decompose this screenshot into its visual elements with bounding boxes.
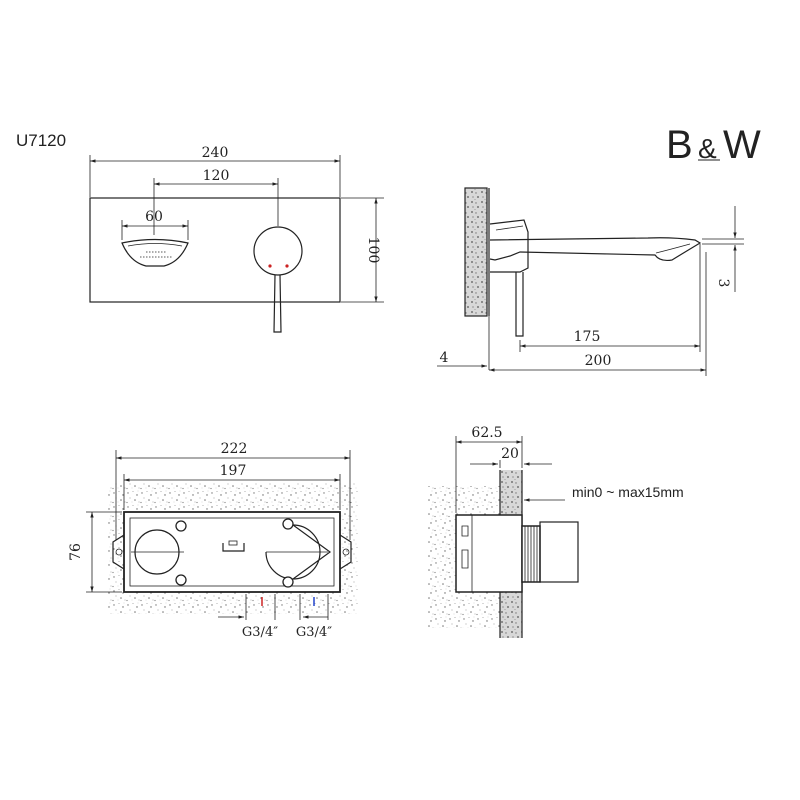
dim-spout-step: 3 [715,279,731,288]
wall-section [464,187,488,317]
screw-hole [175,520,187,532]
inlet-thread-right: G3/4″ [296,625,332,640]
wall-plate [89,197,341,303]
screw-hole [282,518,294,530]
valve-port [265,524,332,580]
tile-thickness-note: min0 ~ max15mm [572,484,684,500]
mixer-handle [253,226,303,333]
brand-letter-b: B [666,123,693,167]
dim-wall-gap: 4 [440,350,449,366]
dim-spout-width: 60 [145,209,163,225]
dim-box-depth: 62.5 [471,425,502,441]
screw-hole [175,574,187,586]
dim-box-inner-length: 197 [220,463,247,479]
dim-box-height: 76 [68,543,84,561]
spout-profile [489,237,702,262]
right-mounting-lug [339,534,352,570]
dim-total-depth: 200 [585,353,612,369]
dim-handle-spacing: 120 [203,168,230,184]
dim-plate-width: 240 [202,145,229,161]
box-top-view: G3/4″ G3/4″ 222 197 76 [68,441,358,640]
dim-spout-reach: 175 [574,329,601,345]
box-body [455,514,523,593]
dim-box-offset: 20 [501,446,519,462]
brand-ampersand: & [698,133,717,164]
dim-plate-height: 100 [365,237,381,264]
brand-logo: B & W [666,123,761,167]
box-side-view: 62.5 20 min0 ~ max15mm [428,425,684,638]
brand-letter-w: W [723,123,761,167]
dim-box-outer-length: 222 [221,441,248,457]
side-view: 4 175 200 3 [437,187,744,376]
inlet-thread-left: G3/4″ [242,625,278,640]
cover-cap [539,521,579,583]
left-mounting-lug [112,534,125,570]
front-view: 240 120 60 100 [89,145,384,333]
model-number: U7120 [16,131,66,150]
spout-outlet [121,238,189,267]
screw-hole [282,576,294,588]
